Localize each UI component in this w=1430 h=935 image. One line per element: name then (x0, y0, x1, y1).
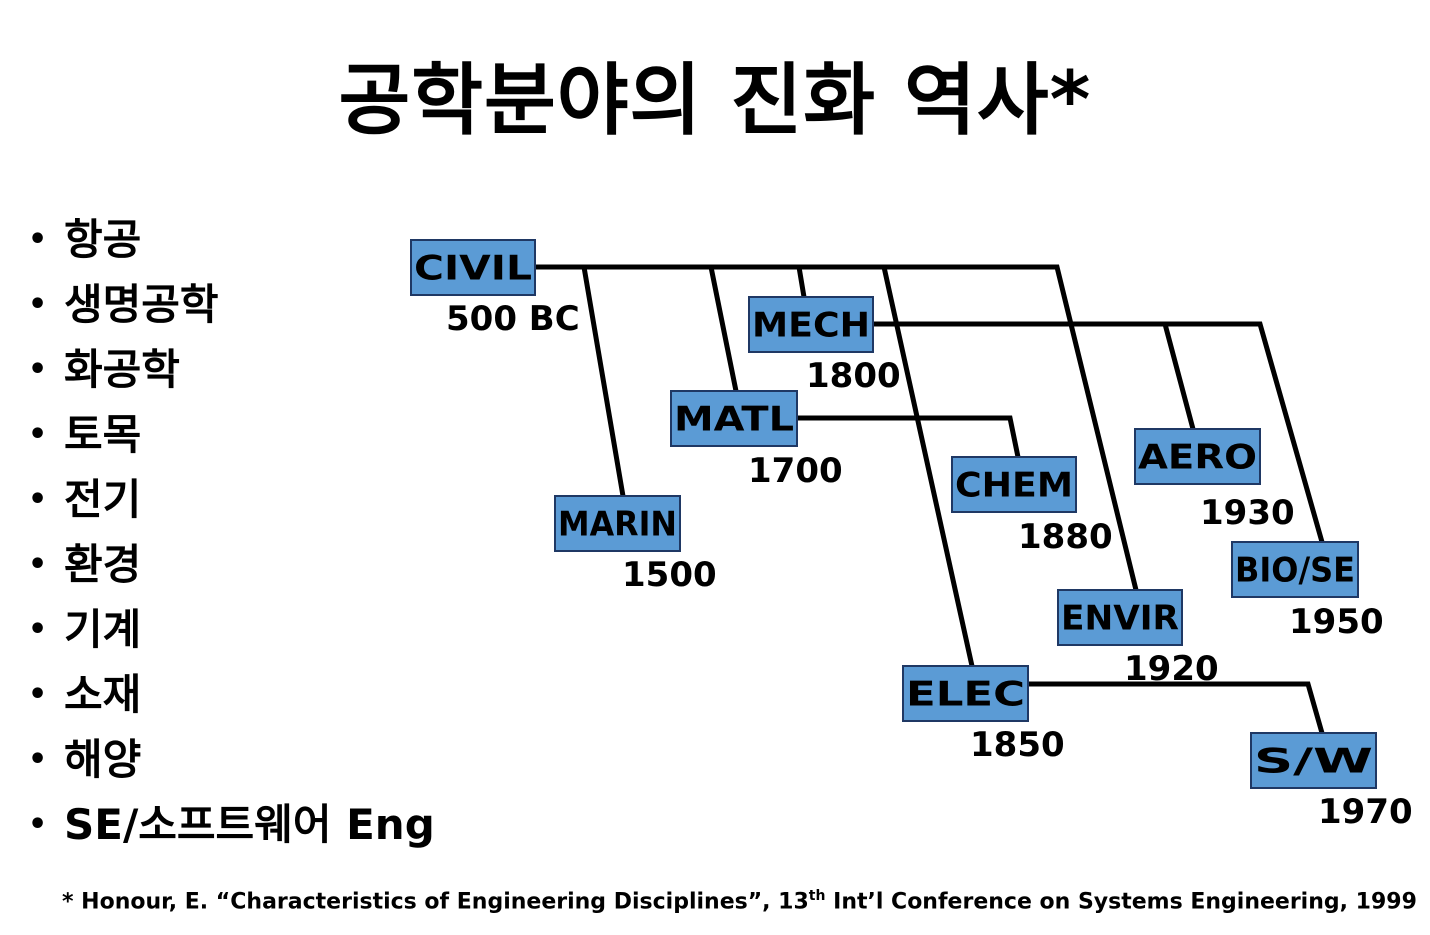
node-chem: CHEM 1880 (951, 456, 1113, 557)
node-box (1250, 732, 1377, 789)
field-item: • SE/소프트웨어 Eng (28, 795, 435, 860)
node-matl: MATL 1700 (670, 390, 843, 491)
node-envir: ENVIR 1920 (1057, 589, 1219, 689)
node-box (748, 296, 874, 353)
bullet-icon: • (28, 417, 48, 452)
node-box (1231, 541, 1359, 598)
bullet-icon: • (28, 807, 48, 842)
bullet-icon: • (28, 287, 48, 322)
page-title: 공학분야의 진화 역사* (338, 56, 1092, 146)
node-civil: CIVIL 500 BC (410, 239, 580, 339)
node-elec: ELEC 1850 (902, 665, 1065, 765)
bullet-icon: • (28, 222, 48, 257)
node-box (951, 456, 1077, 513)
link-mech-aero (873, 321, 1196, 430)
node-sw: S/W 1970 (1250, 732, 1413, 832)
field-label: 토목 (64, 410, 142, 459)
node-year: 500 BC (446, 299, 580, 339)
bullet-icon: • (28, 482, 48, 517)
node-year: 1950 (1289, 602, 1384, 642)
field-item: • 화공학 (28, 340, 435, 405)
node-mech: MECH 1800 (748, 296, 901, 396)
bullet-icon: • (28, 677, 48, 712)
link-civil-envir (884, 264, 1139, 591)
field-item: • 항공 (28, 210, 435, 275)
link-matl-chem (797, 415, 1021, 458)
node-box (670, 390, 798, 447)
node-label: S/W (1254, 742, 1373, 782)
field-label: 생명공학 (64, 280, 219, 329)
bullet-icon: • (28, 742, 48, 777)
field-label: 화공학 (64, 345, 180, 394)
node-bio: BIO/SE 1950 (1231, 541, 1384, 642)
node-box (1057, 589, 1183, 646)
node-year: 1880 (1018, 517, 1113, 557)
field-label: 전기 (64, 475, 142, 524)
field-label: 해양 (64, 735, 142, 784)
node-year: 1700 (748, 451, 843, 491)
node-label: ENVIR (1061, 599, 1179, 639)
node-aero: AERO 1930 (1134, 428, 1295, 533)
link-civil-matl (584, 264, 739, 392)
node-year: 1850 (970, 725, 1065, 765)
footnote-text-end: Int’l Conference on Systems Engineering,… (825, 889, 1417, 915)
node-label: MATL (674, 400, 794, 440)
node-box (902, 665, 1029, 722)
links-layer (535, 264, 1325, 734)
node-label: MARIN (558, 505, 677, 545)
field-item: • 해양 (28, 730, 435, 795)
field-item: • 소재 (28, 665, 435, 730)
field-item: • 토목 (28, 405, 435, 470)
bullet-icon: • (28, 547, 48, 582)
node-label: CHEM (955, 466, 1073, 506)
bullet-icon: • (28, 612, 48, 647)
node-label: BIO/SE (1235, 551, 1355, 591)
field-label: 기계 (64, 605, 142, 654)
node-year: 1920 (1124, 649, 1219, 689)
node-year: 1500 (622, 555, 717, 595)
field-label: SE/소프트웨어 Eng (64, 800, 435, 849)
link-mech-bio (1165, 321, 1325, 543)
node-box (1134, 428, 1261, 485)
node-year: 1970 (1318, 792, 1413, 832)
node-year: 1930 (1200, 493, 1295, 533)
node-label: ELEC (906, 675, 1025, 715)
node-year: 1800 (806, 356, 901, 396)
link-elec-sw (1028, 681, 1325, 734)
node-box (410, 239, 536, 296)
node-label: MECH (752, 306, 870, 346)
field-list: • 항공 • 생명공학 • 화공학 • 토목 • 전기 • 환경 • 기계 • 소재 • 해양 • SE/소프트웨어 … (28, 210, 435, 860)
field-label: 항공 (64, 215, 142, 264)
field-item: • 생명공학 (28, 275, 435, 340)
footnote: * Honour, E. “Characteristics of Enginee… (62, 888, 1417, 914)
field-item: • 기계 (28, 600, 435, 665)
footnote-superscript: th (808, 888, 826, 904)
bullet-icon: • (28, 352, 48, 387)
field-label: 소재 (64, 670, 142, 719)
node-label: AERO (1138, 438, 1257, 478)
node-box (554, 495, 681, 552)
node-label: CIVIL (414, 249, 532, 289)
field-label: 환경 (64, 540, 142, 589)
link-civil-mech (711, 264, 807, 298)
field-item: • 환경 (28, 535, 435, 600)
node-marin: MARIN 1500 (554, 495, 717, 595)
field-item: • 전기 (28, 470, 435, 535)
footnote-text: * Honour, E. “Characteristics of Enginee… (62, 889, 809, 915)
